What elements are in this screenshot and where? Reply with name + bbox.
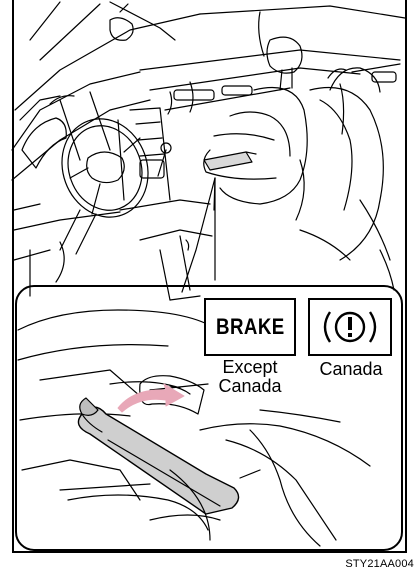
figure-reference-code: STY21AA004: [345, 558, 414, 570]
brake-warning-indicator: BRAKE: [204, 298, 296, 356]
brake-indicator-text: BRAKE: [216, 314, 285, 340]
canada-brake-indicator: [308, 298, 392, 356]
brake-warning-symbol-icon: [310, 300, 390, 354]
canada-label: Canada: [300, 360, 402, 379]
except-canada-label: Except Canada: [198, 358, 302, 396]
